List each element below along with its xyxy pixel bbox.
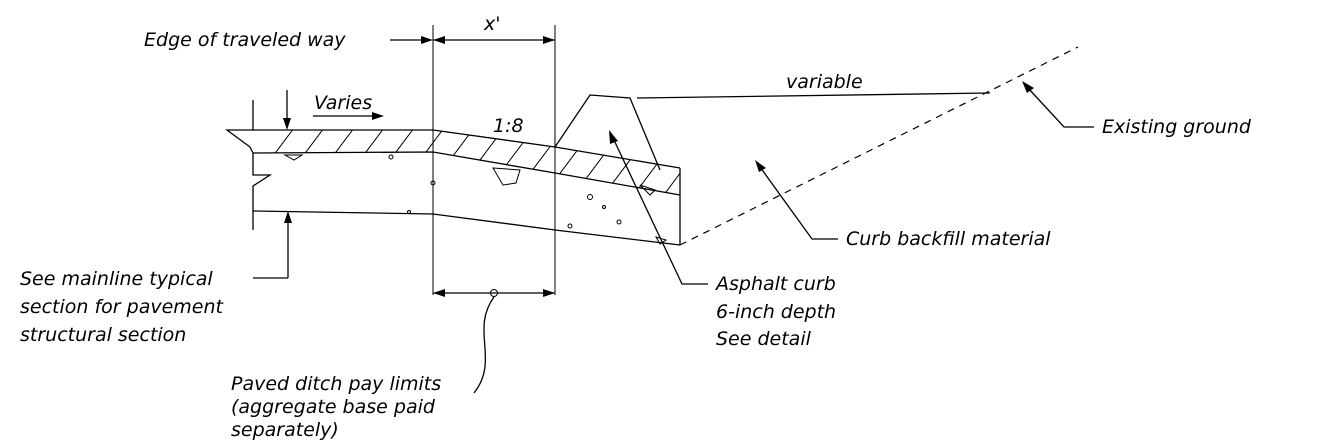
asphalt-curb-label-line-3: See detail	[716, 328, 812, 350]
mainline-label-line-3: structural section	[20, 324, 186, 346]
hatch-line	[659, 130, 680, 195]
hatch-line	[329, 130, 391, 195]
aggregate-marks	[283, 154, 668, 245]
hatch-line	[359, 130, 421, 195]
asphalt-curb-label-line-2: 6-inch depth	[716, 301, 836, 323]
varies-dimension	[252, 90, 384, 130]
asphalt-curb-leader	[609, 130, 708, 285]
variable-label: variable	[786, 71, 863, 93]
hatch-line	[253, 130, 301, 195]
curb-backfill-leader	[755, 160, 838, 240]
edge-of-traveled-way-label: Edge of traveled way	[144, 29, 346, 51]
hatch-line	[690, 120, 750, 200]
mainline-label-line-1: See mainline typical	[20, 268, 213, 290]
variable-leader	[636, 92, 991, 99]
existing-ground-line	[679, 46, 1079, 246]
x-prime-label: x'	[483, 13, 500, 35]
pay-limits-dimension	[433, 289, 555, 394]
hatch-line	[389, 130, 451, 195]
break-line	[225, 129, 273, 211]
paved-ditch-label-line-1: Paved ditch pay limits	[231, 373, 441, 395]
paved-ditch-label-line-2: (aggregate base paid	[231, 396, 436, 418]
hatch-line	[539, 130, 601, 195]
hatch-line	[299, 130, 361, 195]
existing-ground-label: Existing ground	[1102, 116, 1252, 138]
mainline-pointer	[252, 211, 292, 279]
mainline-label-line-2: section for pavement	[20, 296, 225, 318]
asphalt-curb-label-line-1: Asphalt curb	[714, 273, 836, 295]
asphalt-curb	[554, 94, 661, 171]
x-prime-dimension	[390, 25, 556, 295]
curb-backfill-label: Curb backfill material	[846, 228, 1051, 250]
hatch-line	[569, 130, 631, 195]
existing-ground-leader	[1022, 81, 1094, 128]
varies-label: Varies	[314, 92, 372, 114]
hatch-line	[269, 130, 331, 195]
slope-label: 1:8	[493, 115, 524, 137]
pavement-section	[225, 120, 750, 246]
paved-ditch-label-line-3: separately)	[231, 419, 339, 441]
